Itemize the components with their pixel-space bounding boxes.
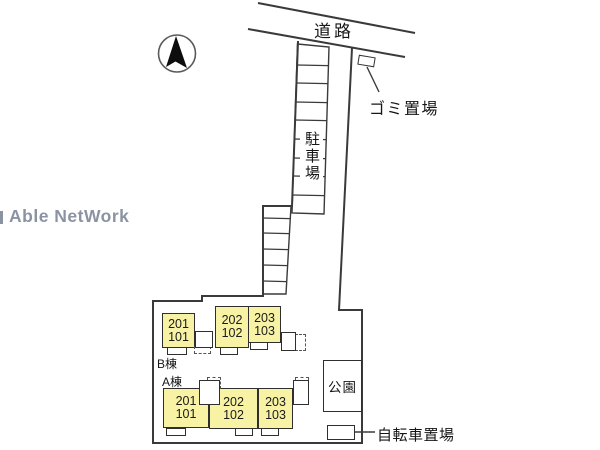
garbage-label: ゴミ置場 <box>369 101 440 118</box>
park-label: 公園 <box>328 380 357 395</box>
park-box: 公園 <box>323 360 362 412</box>
parking-stripes-lower <box>262 217 291 283</box>
unit-number-upper: 203 <box>254 310 275 325</box>
watermark-fragment <box>0 211 3 224</box>
road-edge-upper <box>257 2 416 34</box>
unit-box-b-202-102: 202 102 <box>215 306 249 348</box>
unit-number-upper: 202 <box>223 394 244 409</box>
garbage-pointer-line <box>366 66 380 93</box>
bicycle-parking-box <box>327 425 355 440</box>
unit-number-upper: 202 <box>221 313 243 327</box>
road-edge-lower <box>247 28 406 58</box>
stair-footprint-dashed <box>295 334 306 351</box>
unit-number-lower: 103 <box>254 323 275 338</box>
stairwell-box <box>199 380 220 405</box>
unit-number-upper: 203 <box>265 394 286 409</box>
unit-box-a-203-103: 203 103 <box>258 388 293 429</box>
bicycle-parking-label: 自転車置場 <box>377 427 455 444</box>
unit-box-b-201-101: 201 101 <box>162 313 195 348</box>
stairwell-box <box>281 332 296 351</box>
entrance-porch <box>167 347 187 355</box>
stairwell-box <box>293 380 309 405</box>
north-arrow <box>157 34 197 73</box>
unit-number-lower: 102 <box>221 326 243 340</box>
stairwell-box <box>195 331 213 348</box>
watermark-text: Able NetWork <box>9 206 130 226</box>
entrance-porch <box>220 347 238 355</box>
unit-number-lower: 102 <box>223 407 244 422</box>
unit-number-upper: 201 <box>168 316 189 331</box>
unit-number-upper: 201 <box>175 394 197 408</box>
unit-number-lower: 101 <box>168 329 189 344</box>
unit-number-lower: 101 <box>175 407 197 421</box>
entrance-porch <box>166 428 186 436</box>
unit-box-b-203-103: 203 103 <box>248 306 281 343</box>
unit-number-lower: 103 <box>265 407 286 422</box>
building-b-label: B棟 <box>157 357 178 371</box>
entrance-porch <box>235 428 253 436</box>
entrance-porch <box>261 428 279 436</box>
parking-label: 駐車場 <box>300 130 323 184</box>
north-arrow-circle <box>157 34 197 73</box>
parking-lot-lower-outline <box>262 205 292 295</box>
north-arrow-needle-icon <box>166 36 187 68</box>
road-label: 道路 <box>314 22 354 41</box>
entrance-porch <box>250 342 268 350</box>
parking-lot-upper-outline <box>291 43 330 215</box>
building-a-label: A棟 <box>162 375 183 389</box>
